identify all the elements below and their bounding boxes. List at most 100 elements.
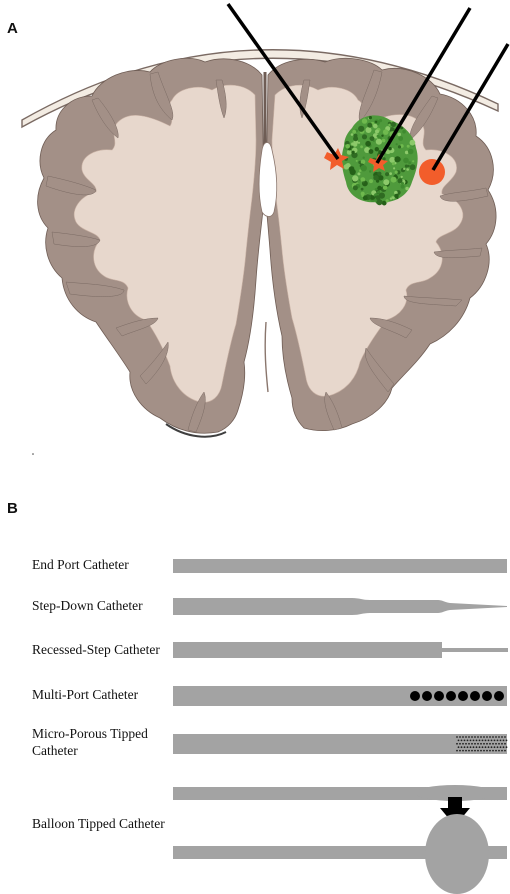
tumor-cell [394,174,397,177]
tumor-cell [351,142,355,146]
pore-dot [499,746,502,749]
pore-dot [495,749,497,752]
tumor-cell [388,123,391,127]
pore-dot [463,746,466,749]
pore-dot [489,749,491,752]
tumor-cell [379,119,383,123]
pore-dot [484,739,487,742]
pore-dot [477,749,479,752]
tumor-cell [376,134,380,138]
tumor-cell [406,168,410,171]
pore-dot [457,746,460,749]
tumor-cell [394,170,398,174]
tumor-cell [397,132,402,137]
tumor-cell [402,129,406,134]
tumor-cell [391,162,395,166]
pore-dot [483,742,485,745]
pore-dot [462,749,464,752]
tumor-cell [369,136,375,142]
tumor-cell [377,185,382,191]
tumor-cell [373,123,378,129]
pore-dot [456,736,458,738]
pore-dot [466,746,469,749]
tumor-cell [408,161,412,165]
label-multi-port: Multi-Port Catheter [32,687,139,702]
pore-dot [480,749,482,752]
port-hole [410,691,420,701]
tumor-cell [365,140,371,147]
tumor-cell [368,149,374,154]
tumor-cell [361,118,368,124]
tumor-cell [351,145,354,149]
tumor-cell [365,127,372,133]
pore-dot [456,749,458,752]
pore-dot [460,746,463,749]
tumor-cell [374,147,379,152]
tumor-cell [394,190,398,195]
tumor-cell [375,138,382,145]
tumor-cell [357,172,361,176]
label-micro-porous-line2: Catheter [32,743,78,758]
pore-dot [489,736,491,738]
tumor-cell [404,164,408,168]
pore-dot [459,736,461,738]
pore-dot [502,746,505,749]
pore-dot [469,739,472,742]
tumor-cell [375,129,379,134]
catheter-step-down [173,598,507,615]
pore-dot [489,742,491,745]
tumor-cell [394,156,401,163]
pore-dot [457,739,460,742]
tumor-cell [361,134,368,140]
ventricle [258,142,278,217]
pore-dot [481,746,484,749]
tumor-cell [374,120,378,124]
label-end-port: End Port Catheter [32,557,129,572]
tumor-cell [403,167,406,170]
tumor-cell [389,197,393,200]
tumor-cell [360,177,366,183]
pore-dot [474,736,476,738]
brain-illustration [21,2,510,455]
tumor-cell [397,178,403,184]
tumor-cell [362,156,365,159]
tumor-cell [388,146,392,151]
pore-dot [475,739,478,742]
catheter-list: End Port Catheter Step-Down Catheter Rec… [32,557,508,894]
tumor-cell [400,175,403,179]
pore-dot [468,736,470,738]
catheter-recessed-step-tip [442,648,508,652]
pore-dot [465,742,467,745]
tumor-cell [372,133,379,139]
pore-dot [504,736,506,738]
tumor-cell [398,136,404,141]
tumor-cell [369,194,376,200]
catheter-balloon-inflated [173,846,507,859]
tumor-cell [392,196,395,200]
tumor-cell [352,185,358,191]
tumor-cell [390,176,397,183]
tumor-cell [360,159,366,165]
pore-dot [495,736,497,738]
pore-dot [483,749,485,752]
port-hole [458,691,468,701]
pore-dot [471,742,473,745]
tumor-cell [393,167,396,170]
pore-dot [486,749,488,752]
tumor-cell [376,199,383,206]
tumor-cell [394,193,399,199]
tumor-cell [360,191,365,196]
pore-dot [475,746,478,749]
tumor-cell [404,150,409,155]
pore-dot [498,742,500,745]
pore-dot [496,739,499,742]
pore-dot [490,739,493,742]
tumor-cell [357,141,361,144]
pore-dot [492,742,494,745]
tumor-cell [385,199,389,203]
tumor-cell [409,139,416,146]
port-hole [470,691,480,701]
tumor-cell [349,168,356,176]
pore-dot [474,749,476,752]
pore-dot [459,742,461,745]
